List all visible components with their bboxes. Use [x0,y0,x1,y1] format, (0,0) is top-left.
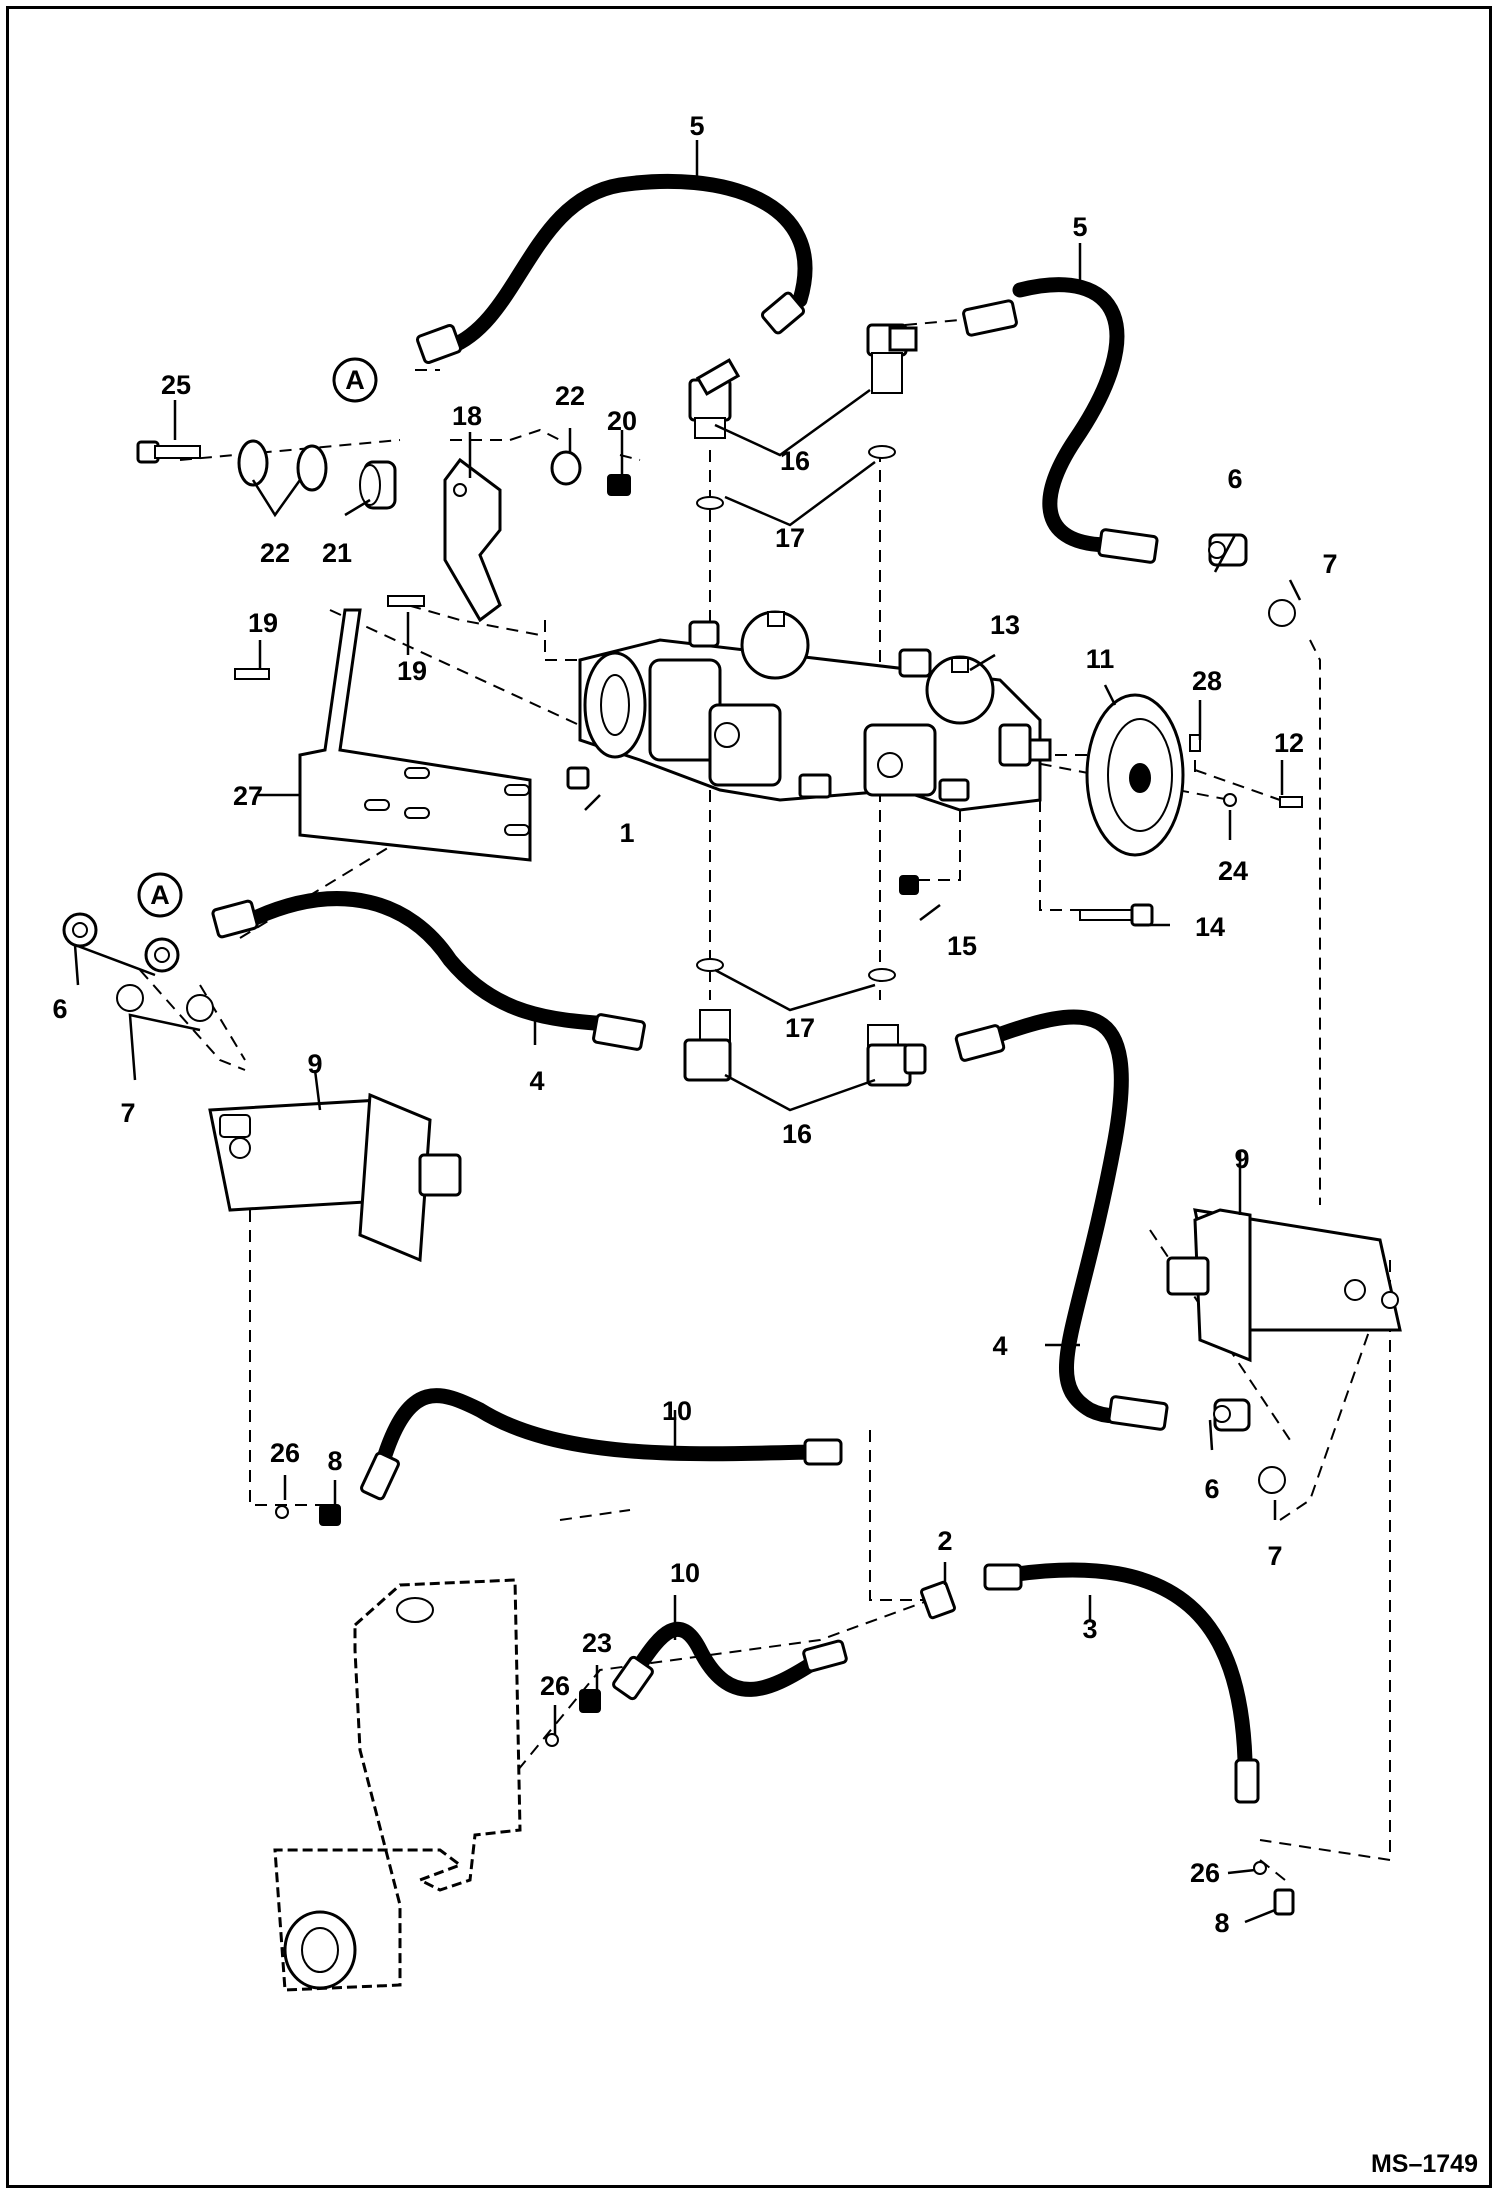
callout-22-left: 22 [260,538,290,568]
callout-25: 25 [161,370,191,400]
callout-10-lower: 10 [670,1558,700,1588]
callout-13: 13 [990,610,1020,640]
callout-24: 24 [1218,856,1248,886]
reference-a-top: A [332,357,378,403]
callout-8-upper: 8 [327,1446,342,1476]
callout-4-right: 4 [992,1331,1007,1361]
callout-labels: 5 5 25 18 22 20 22 21 16 17 6 7 19 19 13… [52,111,1337,1938]
callout-16-bottom: 16 [782,1119,812,1149]
callout-8-lower: 8 [1214,1908,1229,1938]
callout-4-left: 4 [529,1066,544,1096]
callout-20: 20 [607,406,637,436]
callout-23: 23 [582,1628,612,1658]
callout-28: 28 [1192,666,1222,696]
callout-14: 14 [1195,912,1225,942]
mount-hardware [136,439,631,862]
callout-5-top-left: 5 [689,111,704,141]
callout-26-upper: 26 [270,1438,300,1468]
callout-17-bottom: 17 [785,1013,815,1043]
callout-26-middle: 26 [540,1671,570,1701]
fittings [62,323,1296,1916]
callout-10-upper: 10 [662,1396,692,1426]
figure-code: MS–1749 [1371,2150,1478,2178]
callout-17-top: 17 [775,523,805,553]
callout-11: 11 [1086,644,1115,674]
callout-19-right: 19 [397,656,427,686]
pump-assembly [578,610,1052,895]
callout-21: 21 [322,538,352,568]
callout-12: 12 [1274,728,1304,758]
ref-a-left-label: A [150,880,170,910]
callout-6-top: 6 [1227,464,1242,494]
diagram-frame [6,6,1492,2188]
callout-18: 18 [452,401,482,431]
reference-a-left: A [137,872,183,918]
callout-6-right: 6 [1204,1474,1219,1504]
callout-7-top: 7 [1322,549,1337,579]
callout-1: 1 [619,818,634,848]
callout-27: 27 [233,781,263,811]
callout-19-left: 19 [248,608,278,638]
motors [208,1092,1402,1363]
callout-16-top: 16 [780,446,810,476]
pulley-parts [1079,693,1303,927]
callout-7-left: 7 [120,1098,135,1128]
callout-3: 3 [1082,1614,1097,1644]
hoses [211,173,1260,1804]
ref-a-top-label: A [345,365,365,395]
callout-9-left: 9 [307,1049,322,1079]
callout-9-right: 9 [1234,1144,1249,1174]
leader-lines [73,140,1302,1924]
callout-26-lower: 26 [1190,1858,1220,1888]
callout-6-left: 6 [52,994,67,1024]
chaincase-casting [273,1578,522,1992]
callout-2: 2 [937,1526,952,1556]
callout-22-right: 22 [555,381,585,411]
callout-15: 15 [947,931,977,961]
callout-5-top-right: 5 [1072,212,1087,242]
callout-7-right: 7 [1267,1541,1282,1571]
